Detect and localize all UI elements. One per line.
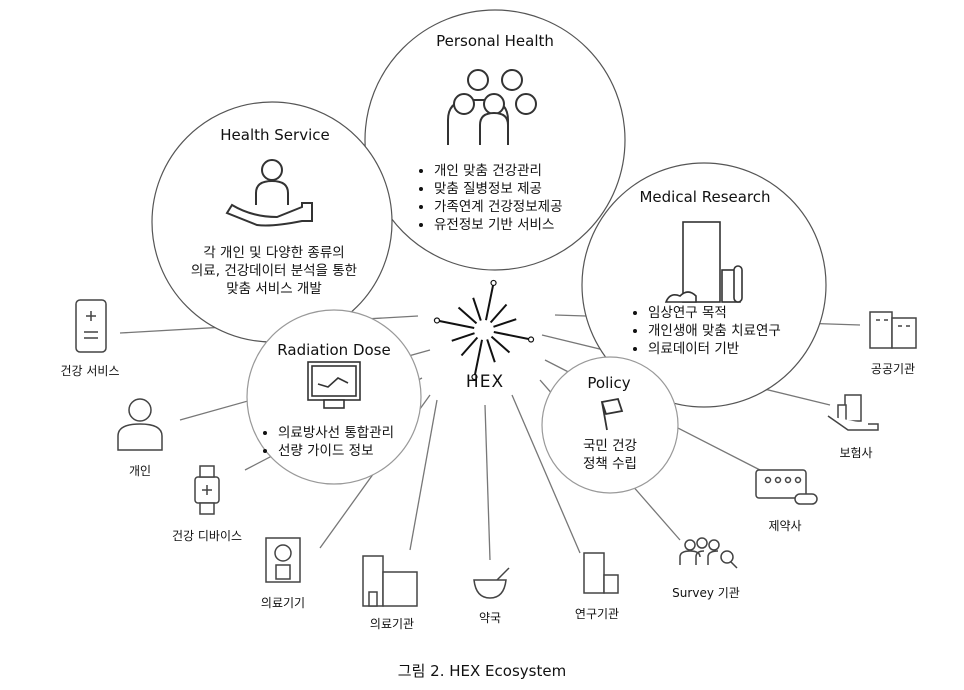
figure-caption: 그림 2. HEX Ecosystem [397, 662, 567, 680]
connector-line [409, 399, 438, 551]
radiation-dose-title: Radiation Dose [277, 341, 391, 359]
person-icon [117, 398, 163, 451]
pill-pack-icon [755, 469, 818, 505]
hospital-icon [362, 555, 418, 607]
burst-node [490, 279, 497, 287]
burst-ray [457, 306, 478, 325]
hand-person-icon [225, 159, 313, 227]
burst-ray [473, 339, 483, 378]
node-label: 보험사 [839, 446, 873, 460]
burst-ray [489, 303, 508, 324]
health-service-line: 맞춤 서비스 개발 [226, 281, 322, 297]
bullet: 개인생애 맞춤 치료연구 [648, 322, 781, 340]
burst-node [433, 317, 441, 324]
policy-title: Policy [587, 374, 631, 392]
policy-line: 국민 건강 [583, 438, 637, 454]
burst-ray [460, 336, 479, 357]
hex-label: HEX [465, 372, 505, 392]
research-institute-icon [583, 552, 619, 594]
hex-burst-icon [433, 279, 535, 381]
bullet: 임상연구 목적 [648, 304, 781, 322]
wearable-device-icon [194, 465, 220, 515]
bullet: 선량 가이드 정보 [278, 442, 394, 460]
monitor-chart-icon [307, 361, 361, 409]
policy-circle [541, 356, 679, 494]
bullet: 의료데이터 기반 [648, 340, 781, 358]
bullet: 의료방사선 통합관리 [278, 424, 394, 442]
burst-ray [486, 339, 496, 363]
burst-ray [485, 282, 495, 321]
insurance-hand-building-icon [827, 394, 879, 431]
node-label: 개인 [128, 464, 152, 478]
health-service-line: 각 개인 및 다양한 종류의 [203, 245, 345, 261]
public-office-icon [869, 311, 917, 349]
personal-health-bullets: 개인 맞춤 건강관리 맞춤 질병정보 제공 가족연계 건강정보제공 유전정보 기… [418, 162, 563, 234]
burst-node [471, 373, 478, 381]
burst-ray [490, 335, 511, 354]
burst-ray [493, 331, 532, 341]
burst-ray [493, 318, 517, 328]
connector-line [511, 394, 581, 554]
bullet: 맞춤 질병정보 제공 [434, 180, 563, 198]
burst-node [527, 336, 535, 343]
radiation-dose-bullets: 의료방사선 통합관리 선량 가이드 정보 [262, 424, 394, 460]
survey-people-icon [679, 537, 738, 569]
bullet: 개인 맞춤 건강관리 [434, 162, 563, 180]
node-label: 건강 서비스 [60, 364, 120, 378]
node-label: 약국 [478, 611, 502, 625]
people-group-icon [447, 69, 537, 145]
node-label: 제약사 [768, 519, 802, 533]
personal-health-title: Personal Health [436, 32, 554, 50]
policy-line: 정책 수립 [583, 456, 637, 472]
pharmacy-mortar-icon [473, 567, 510, 599]
flag-icon [600, 397, 624, 431]
connector-line [484, 404, 491, 561]
bullet: 가족연계 건강정보제공 [434, 198, 563, 216]
burst-ray [451, 332, 475, 342]
research-building-icon [664, 221, 743, 303]
health-service-title: Health Service [220, 126, 330, 144]
node-label: 의료기기 [260, 596, 306, 610]
burst-ray [472, 297, 482, 321]
medical-research-title: Medical Research [639, 188, 771, 206]
node-label: 건강 디바이스 [171, 529, 243, 543]
health-service-line: 의료, 건강데이터 분석을 통한 [190, 263, 358, 279]
node-label: Survey 기관 [672, 586, 740, 600]
burst-ray [436, 319, 475, 329]
node-label: 연구기관 [574, 607, 620, 621]
bullet: 유전정보 기반 서비스 [434, 216, 563, 234]
node-label: 의료기관 [369, 617, 415, 631]
medical-scanner-icon [265, 537, 301, 583]
smartphone-health-icon [75, 299, 107, 353]
medical-research-bullets: 임상연구 목적 개인생애 맞춤 치료연구 의료데이터 기반 [632, 304, 781, 358]
node-label: 공공기관 [870, 362, 916, 376]
